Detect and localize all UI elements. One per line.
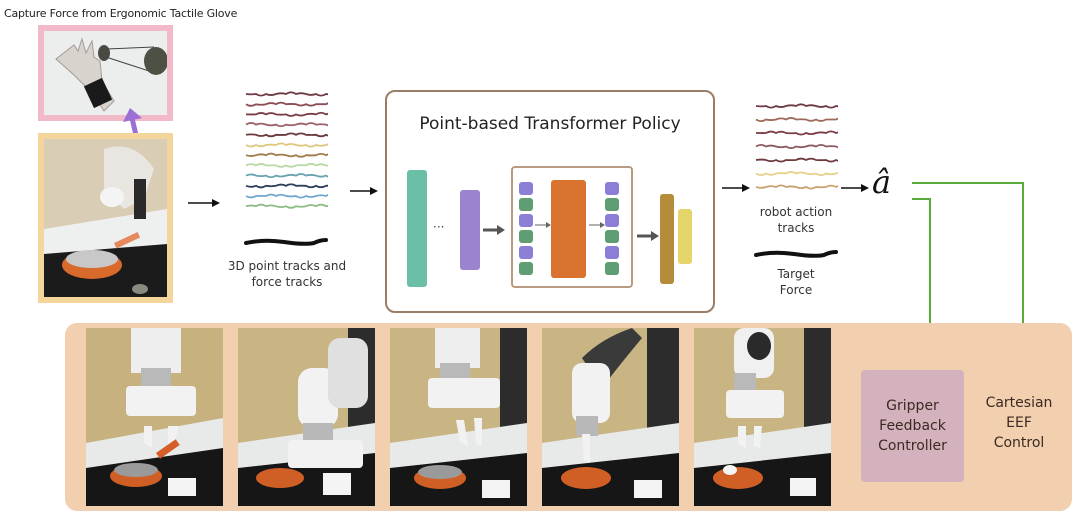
track-line: [755, 130, 838, 136]
action-tracks-label: robot action tracks: [740, 204, 852, 236]
gripper-line3: Controller: [878, 438, 947, 454]
arrow-right-icon: [535, 222, 551, 228]
input-label-line1: 3D point tracks and: [227, 259, 347, 273]
track-line: [245, 162, 328, 168]
glove-image-frame: [38, 25, 173, 121]
input-token: [519, 262, 533, 275]
input-tracks-label: 3D point tracks and force tracks: [212, 258, 362, 290]
rollout-frame-5: [694, 328, 831, 506]
track-line: [245, 101, 328, 107]
gripper-line2: Feedback: [879, 418, 946, 434]
track-line: [245, 173, 328, 179]
glove-caption: Capture Force from Ergonomic Tactile Glo…: [4, 7, 238, 20]
output-token: [605, 262, 619, 275]
target-force-label: Target Force: [740, 266, 852, 298]
arrow-right-icon: [637, 231, 659, 241]
decoder-bar-yellow: [678, 209, 692, 264]
transformer-block: [511, 166, 633, 288]
track-line: [245, 193, 328, 199]
policy-title: Point-based Transformer Policy: [419, 114, 681, 134]
arrow-right-icon: [188, 199, 220, 207]
cartesian-line3: Control: [993, 435, 1045, 451]
output-token: [605, 246, 619, 259]
input-token: [519, 182, 533, 195]
rollout-frame-4: [542, 328, 679, 506]
input-token: [519, 198, 533, 211]
track-line: [755, 170, 838, 177]
arrow-right-icon: [589, 222, 605, 228]
action-tracks-graphic: [755, 103, 838, 190]
robot-rollout-panel: Gripper Feedback Controller Cartesian EE…: [65, 323, 1072, 511]
input-token: [519, 214, 533, 227]
glove-image: [44, 31, 168, 115]
output-token: [605, 182, 619, 195]
gripper-controller-label: Gripper Feedback Controller: [861, 370, 964, 456]
output-token: [605, 198, 619, 211]
track-line: [755, 157, 838, 163]
arrow-right-icon: [841, 184, 869, 192]
predicted-action-symbol: â: [872, 163, 892, 201]
input-token: [519, 230, 533, 243]
attention-block-orange: [551, 180, 586, 278]
action-label-line1: robot action: [759, 205, 833, 219]
gripper-feedback-controller-box: Gripper Feedback Controller: [861, 370, 964, 482]
arrow-right-icon: [483, 225, 505, 235]
arrow-right-icon: [350, 187, 378, 195]
gripper-line1: Gripper: [886, 398, 939, 414]
track-line: [755, 117, 838, 123]
output-token: [605, 214, 619, 227]
decoder-bar-gold: [660, 194, 674, 284]
arrow-right-icon: [722, 184, 750, 192]
transformer-policy-box: Point-based Transformer Policy ···: [385, 90, 715, 313]
rollout-frame-1: [86, 328, 223, 506]
track-line: [245, 122, 328, 128]
point-tracks-graphic: [244, 91, 328, 246]
track-line: [245, 142, 328, 148]
track-line: [245, 91, 328, 97]
input-label-line2: force tracks: [251, 275, 323, 289]
force-track-line: [244, 238, 328, 246]
track-line: [755, 143, 838, 150]
encoder-bar-purple: [460, 190, 480, 270]
cartesian-line2: EEF: [1006, 415, 1032, 431]
track-line: [245, 203, 328, 209]
rollout-frame-2: [238, 328, 375, 506]
human-demo-image-frame: [38, 133, 173, 303]
track-line: [245, 132, 328, 138]
input-token: [519, 246, 533, 259]
force-label-line1: Target: [777, 267, 815, 281]
track-line: [755, 103, 838, 109]
track-line: [755, 184, 838, 190]
ellipsis: ···: [433, 220, 445, 234]
target-force-graphic: [754, 250, 838, 258]
track-line: [245, 152, 328, 158]
cartesian-eef-control-label: Cartesian EEF Control: [971, 393, 1067, 453]
track-line: [245, 183, 328, 189]
action-label-line2: tracks: [777, 221, 815, 235]
force-label-line2: Force: [779, 283, 813, 297]
rollout-frame-3: [390, 328, 527, 506]
human-demo-image: [44, 139, 167, 297]
cartesian-line1: Cartesian: [985, 395, 1053, 411]
encoder-bar-teal: [407, 170, 427, 287]
output-token: [605, 230, 619, 243]
track-line: [245, 111, 328, 117]
